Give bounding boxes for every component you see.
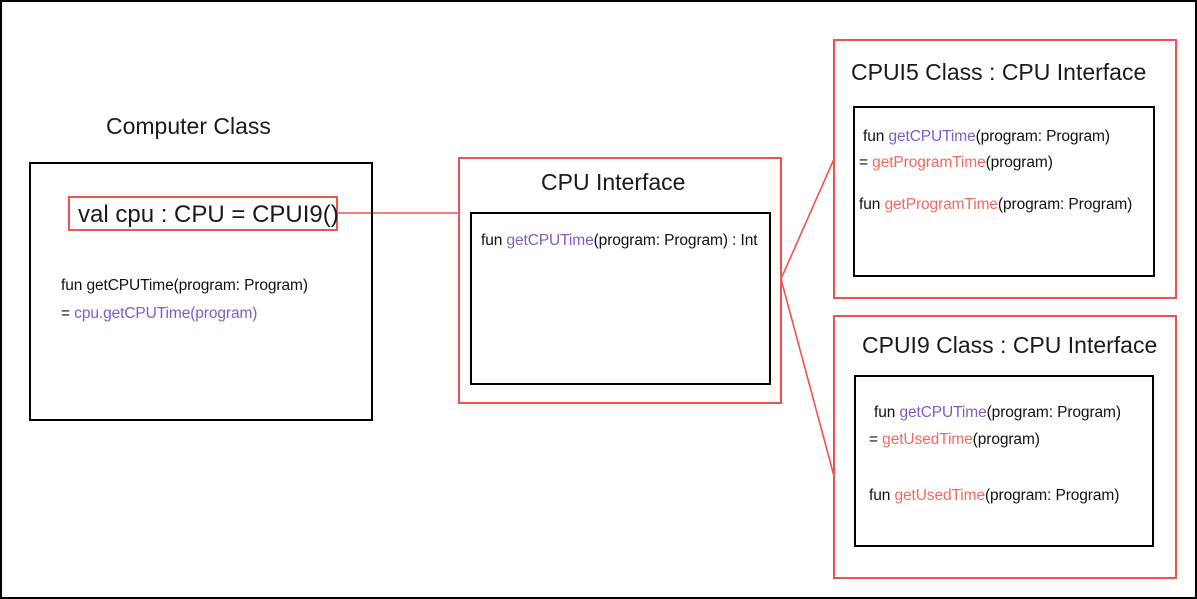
cpu-interface-title: CPU Interface xyxy=(541,169,686,195)
computer-class-val-declaration: val cpu : CPU = CPUI9() xyxy=(78,201,339,228)
code-segment: getCPUTime xyxy=(506,232,594,249)
cpu-interface-outer-box xyxy=(458,157,782,404)
cpui5-code-line-2: fun getProgramTime(program: Program) xyxy=(859,196,1132,214)
code-segment: fun xyxy=(874,404,900,421)
cpu-interface-inner-box xyxy=(470,212,771,385)
cpui5-outer-box xyxy=(833,39,1177,299)
code-segment: (program) xyxy=(985,154,1053,171)
cpui5-inner-box xyxy=(853,106,1155,277)
cpui9-code-line-0: fun getCPUTime(program: Program) xyxy=(874,404,1121,422)
code-segment: cpu.getCPUTime(program) xyxy=(74,305,258,322)
code-segment: = xyxy=(869,431,883,448)
code-segment: fun getCPUTime(program: Program) xyxy=(61,277,308,294)
cpui5-code-line-1: = getProgramTime(program) xyxy=(859,154,1053,172)
code-segment: (program: Program) xyxy=(975,128,1110,145)
cpui9-code-line-1: = getUsedTime(program) xyxy=(869,431,1040,449)
connector-interface-to-cpui5 xyxy=(780,158,835,280)
code-segment: fun xyxy=(481,232,507,249)
code-segment: getProgramTime xyxy=(872,154,986,171)
code-segment: (program) xyxy=(972,431,1040,448)
computer-class-box xyxy=(29,162,373,421)
code-segment: = xyxy=(61,305,75,322)
code-segment: fun xyxy=(859,196,885,213)
cpui9-inner-box xyxy=(854,375,1154,547)
code-segment: (program: Program) : Int xyxy=(593,232,758,249)
code-segment: fun xyxy=(869,487,895,504)
connector-interface-to-cpui9 xyxy=(780,278,835,477)
cpu-interface-code-line-0: fun getCPUTime(program: Program) : Int xyxy=(481,232,758,250)
code-segment: (program: Program) xyxy=(997,196,1133,213)
code-segment: = xyxy=(859,154,873,171)
code-segment: getCPUTime xyxy=(888,128,976,145)
cpui5-code-line-0: fun getCPUTime(program: Program) xyxy=(863,128,1110,146)
cpui5-title: CPUI5 Class : CPU Interface xyxy=(851,59,1147,85)
code-segment: (program: Program) xyxy=(986,404,1121,421)
computer-class-title: Computer Class xyxy=(106,113,271,139)
cpui9-outer-box xyxy=(833,315,1177,579)
computer-class-code-line-0: fun getCPUTime(program: Program) xyxy=(61,277,308,295)
code-segment: getUsedTime xyxy=(882,431,973,448)
computer-class-highlight-box xyxy=(68,196,338,231)
cpui9-title: CPUI9 Class : CPU Interface xyxy=(862,332,1158,358)
computer-class-code-line-1: = cpu.getCPUTime(program) xyxy=(61,305,257,323)
code-segment: fun xyxy=(863,128,889,145)
code-segment: getProgramTime xyxy=(884,196,998,213)
code-segment: getUsedTime xyxy=(894,487,985,504)
cpui9-code-line-2: fun getUsedTime(program: Program) xyxy=(869,487,1119,505)
code-segment: (program: Program) xyxy=(984,487,1120,504)
code-segment: getCPUTime xyxy=(899,404,987,421)
